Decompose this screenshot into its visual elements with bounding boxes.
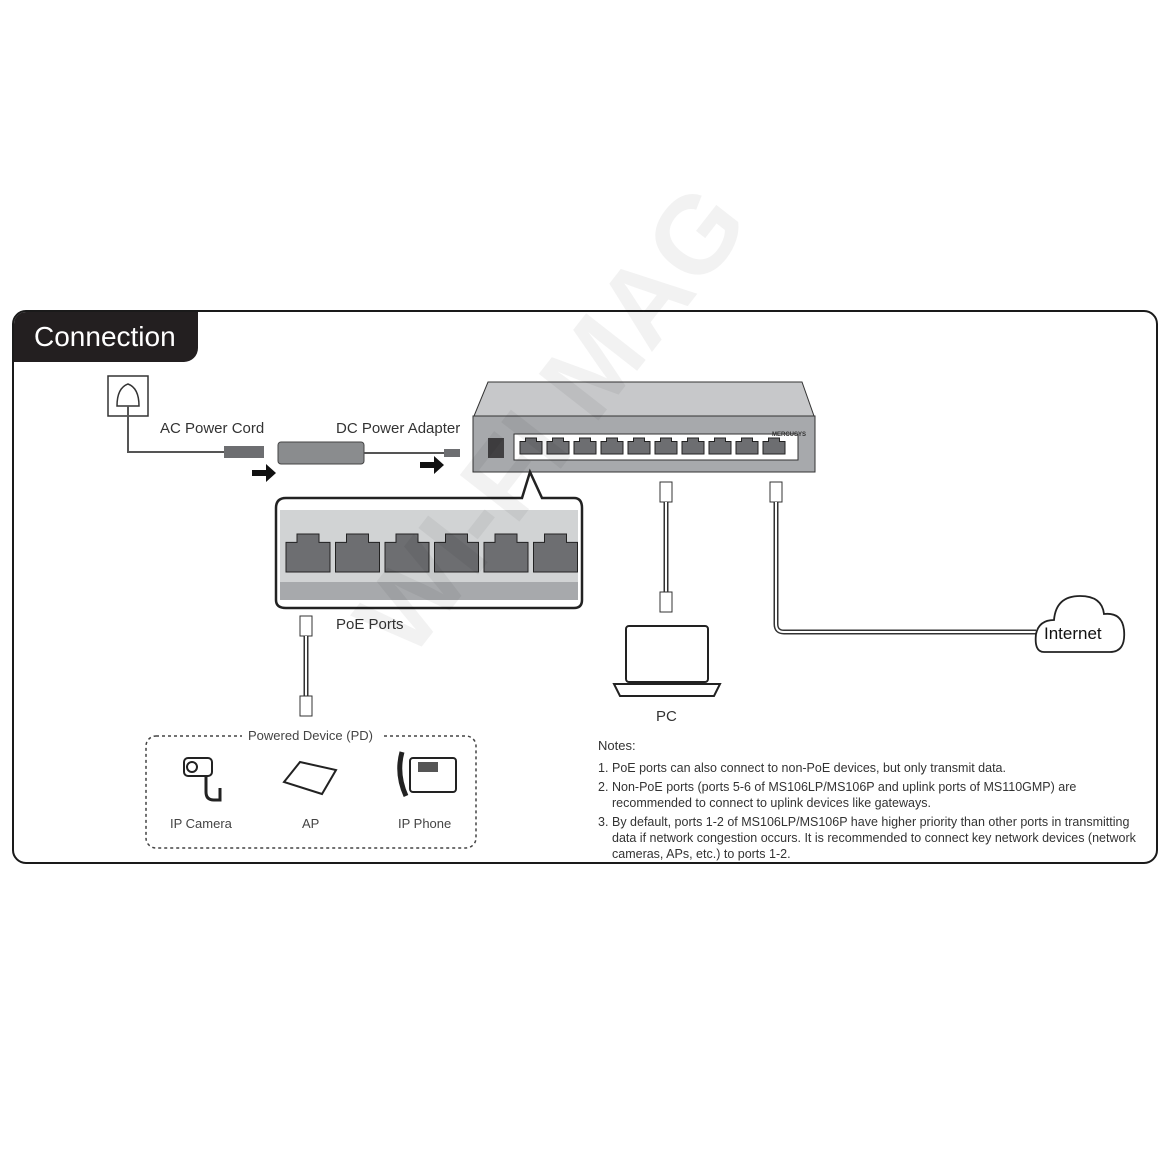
- ip-camera-icon: [183, 757, 222, 802]
- note-text: By default, ports 1-2 of MS106LP/MS106P …: [612, 815, 1136, 861]
- switch-port: [654, 437, 678, 455]
- arrow-icon: [252, 464, 276, 482]
- arrow-icon: [420, 456, 444, 474]
- note-number: 1.: [598, 761, 609, 775]
- cloud-icon: [1034, 595, 1126, 653]
- poe-port: [285, 533, 331, 573]
- pc-label: PC: [656, 708, 677, 725]
- callout-ports: [285, 533, 578, 573]
- note-number: 3.: [598, 815, 609, 829]
- ap-label: AP: [302, 816, 320, 831]
- note-text: Non-PoE ports (ports 5-6 of MS106LP/MS10…: [612, 780, 1077, 810]
- network-switch: MERCUSYS: [472, 381, 816, 473]
- ip-camera-label: IP Camera: [170, 816, 232, 831]
- internet-cable: [769, 481, 1036, 635]
- wall-socket-icon: [107, 375, 149, 417]
- pc-cable: [659, 481, 673, 613]
- powered-device-box: [145, 735, 477, 849]
- page-title: Connection: [34, 321, 176, 352]
- ac-power-cord: [127, 406, 239, 453]
- laptop-icon: [612, 625, 722, 697]
- switch-port: [708, 437, 732, 455]
- poe-port: [384, 533, 430, 573]
- ac-power-cord-label: AC Power Cord: [160, 420, 265, 437]
- pd-cable: [299, 615, 313, 717]
- notes-title: Notes:: [598, 738, 636, 753]
- connection-panel: Connection MERCUSYS: [12, 310, 1158, 864]
- switch-port: [600, 437, 624, 455]
- switch-brand-label: MERCUSYS: [772, 432, 806, 438]
- poe-ports-callout: [274, 468, 584, 610]
- access-point-icon: [282, 760, 338, 796]
- note-number: 2.: [598, 780, 609, 794]
- note-item: 1. PoE ports can also connect to non-PoE…: [598, 760, 1146, 776]
- poe-port: [434, 533, 479, 573]
- switch-port: [546, 437, 570, 455]
- note-item: 2. Non-PoE ports (ports 5-6 of MS106LP/M…: [598, 779, 1146, 811]
- switch-port: [627, 437, 651, 455]
- internet-label: Internet: [1044, 624, 1102, 643]
- note-text: PoE ports can also connect to non-PoE de…: [612, 761, 1006, 775]
- switch-port: [762, 437, 786, 455]
- switch-port: [519, 437, 543, 455]
- switch-ports: [519, 437, 786, 455]
- poe-port: [483, 533, 529, 573]
- dc-power-adapter-label: DC Power Adapter: [336, 420, 461, 437]
- switch-port: [681, 437, 705, 455]
- dc-power-adapter: [277, 441, 460, 465]
- notes-section: Notes: 1. PoE ports can also connect to …: [598, 738, 1146, 862]
- poe-port: [335, 533, 380, 573]
- powered-device-label: Powered Device (PD): [248, 728, 373, 743]
- switch-port: [573, 437, 597, 455]
- ip-phone-icon: [397, 751, 457, 798]
- ip-phone-label: IP Phone: [398, 816, 452, 831]
- poe-port: [533, 533, 578, 573]
- switch-port: [735, 437, 759, 455]
- connection-diagram: MERCUSYS: [107, 375, 1126, 849]
- note-item: 3. By default, ports 1-2 of MS106LP/MS10…: [598, 814, 1146, 862]
- title-tab: Connection: [14, 312, 198, 362]
- ac-plug: [224, 446, 264, 458]
- poe-ports-label: PoE Ports: [336, 616, 404, 633]
